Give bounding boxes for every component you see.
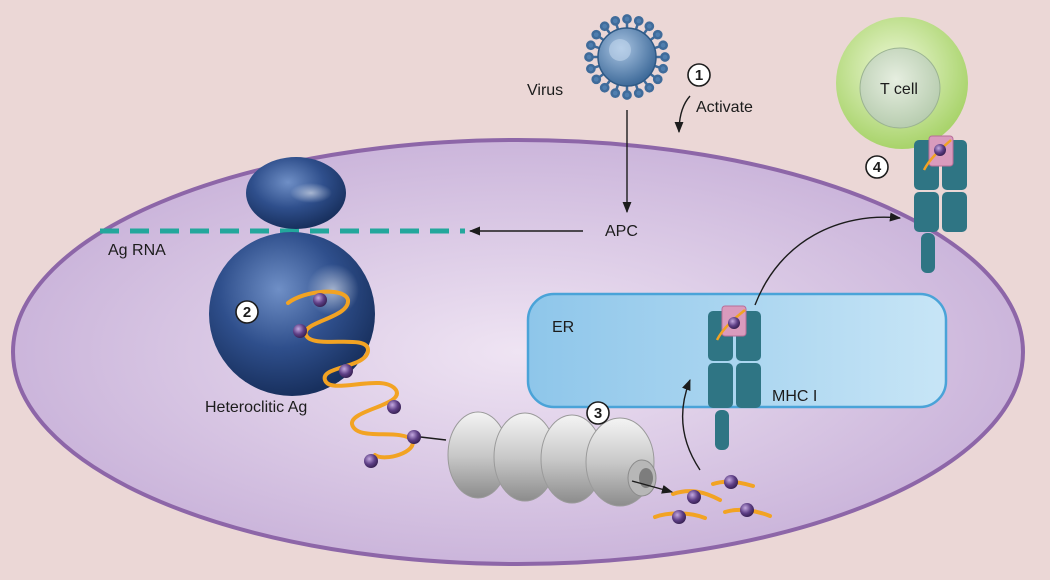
- virus-spike-tip: [586, 40, 596, 51]
- virus-spike-tip: [599, 82, 610, 93]
- label-virus: Virus: [527, 82, 563, 99]
- peptide-beads: [293, 293, 754, 524]
- virus-spike-tip: [610, 88, 621, 98]
- er-to-surface-arrow: [754, 212, 902, 306]
- heteroclitic-antigen-chain: [286, 289, 415, 460]
- step-marker-2: 2: [235, 300, 259, 324]
- svg-text:1: 1: [695, 67, 703, 84]
- step-marker-1: 1: [687, 63, 711, 87]
- peptide-bead: [313, 293, 327, 307]
- virus-spike-tip: [622, 14, 632, 24]
- virus-spike-tip: [660, 52, 670, 62]
- step-marker-4: 4: [865, 155, 889, 179]
- flow-arrows: [468, 95, 902, 494]
- label-mhc-i: MHC I: [772, 388, 817, 405]
- virus-spike-tip: [633, 88, 644, 98]
- virus-spike-tip: [633, 16, 644, 26]
- virus-spike-tip: [622, 90, 632, 100]
- virus-spike-tip: [584, 52, 594, 62]
- virus-spike-tip: [586, 63, 596, 74]
- peptide-bead: [724, 475, 738, 489]
- label-er: ER: [552, 319, 574, 336]
- peptide-bead: [387, 400, 401, 414]
- label-heteroclitic-ag: Heteroclitic Ag: [205, 399, 307, 416]
- peptide-bead: [687, 490, 701, 504]
- virus-spike-tip: [591, 29, 602, 40]
- virus-spike-tip: [591, 74, 602, 85]
- proteasome-to-peptide-arrow: [631, 480, 674, 494]
- peptide-to-er-arrow: [681, 378, 701, 471]
- activate-arrow: [674, 95, 691, 134]
- virus-spike-tip: [599, 21, 610, 32]
- svg-text:4: 4: [873, 159, 882, 176]
- peptide-bead: [672, 510, 686, 524]
- label-ag-rna: Ag RNA: [108, 242, 166, 259]
- virus-spike-tip: [652, 74, 663, 85]
- mhc-complex-icon: [708, 305, 761, 450]
- svg-text:2: 2: [243, 304, 251, 321]
- peptide-bead: [339, 364, 353, 378]
- mhc-surface-complex-icon: [914, 135, 967, 273]
- label-activate: Activate: [696, 99, 753, 116]
- peptide-bead: [407, 430, 421, 444]
- peptide-bead: [293, 324, 307, 338]
- peptide-bead: [364, 454, 378, 468]
- virus-spike-tip: [658, 63, 668, 74]
- proteasome-icon: [447, 411, 657, 507]
- virus-spike-tip: [644, 82, 655, 93]
- label-t-cell: T cell: [880, 81, 918, 98]
- peptide-bead: [740, 503, 754, 517]
- svg-text:3: 3: [594, 405, 602, 422]
- virus-spike-tip: [658, 40, 668, 51]
- virus-spike-tip: [644, 21, 655, 32]
- virus-spike-tip: [610, 16, 621, 26]
- step-marker-3: 3: [586, 401, 610, 425]
- virus-spike-tip: [652, 29, 663, 40]
- t-cell-icon: [836, 17, 968, 149]
- virus-icon: [584, 14, 670, 100]
- label-apc: APC: [605, 223, 638, 240]
